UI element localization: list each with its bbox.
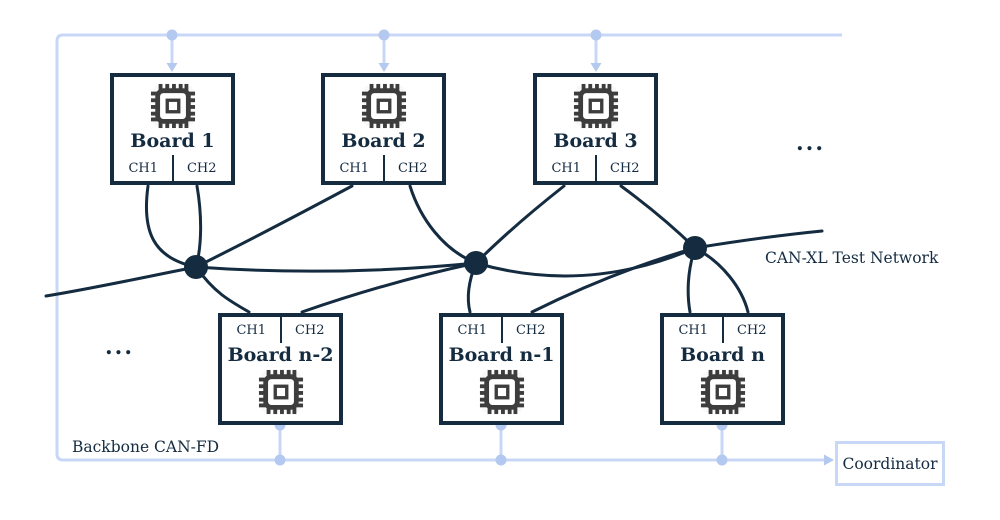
canxl-link-board-n-ch2	[693, 246, 750, 314]
canxl-link-board2-ch2	[408, 184, 478, 265]
backbone-arrow-board1	[166, 63, 178, 72]
canxl-junction-3	[683, 236, 707, 260]
backbone-arrow-board3	[590, 63, 602, 72]
channel-row: CH1 CH2	[114, 155, 231, 181]
backbone-arrow-board2	[378, 63, 390, 72]
board-n: CH1 CH2 Board n	[660, 313, 785, 425]
channel-row: CH1 CH2	[664, 317, 781, 343]
backbone-tap-board2	[378, 29, 390, 41]
board-2: Board 2 CH1 CH2	[321, 73, 446, 185]
board-name: Board 2	[341, 130, 426, 153]
ch2-label: CH2	[609, 160, 640, 176]
backbone-tap-board3	[590, 29, 602, 41]
coordinator-label: Coordinator	[842, 454, 938, 473]
ch1-label: CH1	[236, 322, 267, 338]
canxl-network-label: CAN-XL Test Network	[765, 249, 939, 267]
backbone-rail	[55, 33, 842, 462]
channel-divider	[721, 317, 724, 343]
ch2-label: CH2	[294, 322, 325, 338]
canxl-link-board3-ch2	[619, 184, 697, 250]
canxl-link-board-n1-ch2	[530, 246, 697, 314]
canxl-link-board1-ch2	[194, 184, 203, 269]
canxl-junction-1	[184, 255, 208, 279]
ch1-label: CH1	[678, 322, 709, 338]
board-1: Board 1 CH1 CH2	[110, 73, 235, 185]
ch1-label: CH1	[457, 322, 488, 338]
channel-divider	[279, 317, 282, 343]
backbone-arrow-coordinator	[824, 454, 834, 466]
board-3: Board 3 CH1 CH2	[533, 73, 658, 185]
channel-row: CH1 CH2	[443, 317, 560, 343]
board-name: Board n-2	[227, 344, 334, 367]
canxl-link-board-n2-ch2	[300, 261, 478, 314]
ch1-label: CH1	[339, 160, 370, 176]
board-name: Board 1	[130, 130, 215, 153]
ch1-label: CH1	[551, 160, 582, 176]
chip-icon	[150, 83, 196, 129]
backbone-tap-board-n2-bottom	[274, 454, 286, 466]
ellipsis-top-right: ...	[796, 130, 825, 156]
canxl-bus-j2-j3	[474, 246, 697, 278]
coordinator-box: Coordinator	[835, 441, 945, 486]
canxl-link-board1-ch1	[144, 184, 198, 269]
canxl-link-board2-ch1	[194, 184, 354, 269]
backbone-tap-board-n1-bottom	[495, 454, 507, 466]
board-n2: CH1 CH2 Board n-2	[218, 313, 343, 425]
chip-icon	[573, 83, 619, 129]
board-name: Board n-1	[448, 344, 555, 367]
backbone-tap-board1	[166, 29, 178, 41]
channel-divider	[500, 317, 503, 343]
board-n1: CH1 CH2 Board n-1	[439, 313, 564, 425]
board-name: Board n	[680, 344, 765, 367]
canxl-bus-left-tail	[44, 265, 198, 298]
ch2-label: CH2	[515, 322, 546, 338]
backbone-tap-board-n-bottom	[716, 454, 728, 466]
ch2-label: CH2	[736, 322, 767, 338]
chip-icon	[479, 369, 525, 415]
chip-icon	[700, 369, 746, 415]
channel-row: CH1 CH2	[222, 317, 339, 343]
ch1-label: CH1	[128, 160, 159, 176]
chip-icon	[361, 83, 407, 129]
canxl-junction-2	[464, 251, 488, 275]
ch2-label: CH2	[186, 160, 217, 176]
canxl-link-board3-ch1	[474, 184, 566, 265]
chip-icon	[258, 369, 304, 415]
channel-row: CH1 CH2	[325, 155, 442, 181]
channel-row: CH1 CH2	[537, 155, 654, 181]
backbone-label: Backbone CAN-FD	[72, 438, 220, 456]
canxl-bus-right-tail	[693, 229, 824, 250]
board-name: Board 3	[553, 130, 638, 153]
channel-divider	[382, 155, 385, 181]
channel-divider	[594, 155, 597, 181]
channel-divider	[171, 155, 174, 181]
ch2-label: CH2	[397, 160, 428, 176]
ellipsis-bottom-left: ...	[105, 334, 134, 360]
canxl-bus-j1-j2	[194, 261, 478, 273]
